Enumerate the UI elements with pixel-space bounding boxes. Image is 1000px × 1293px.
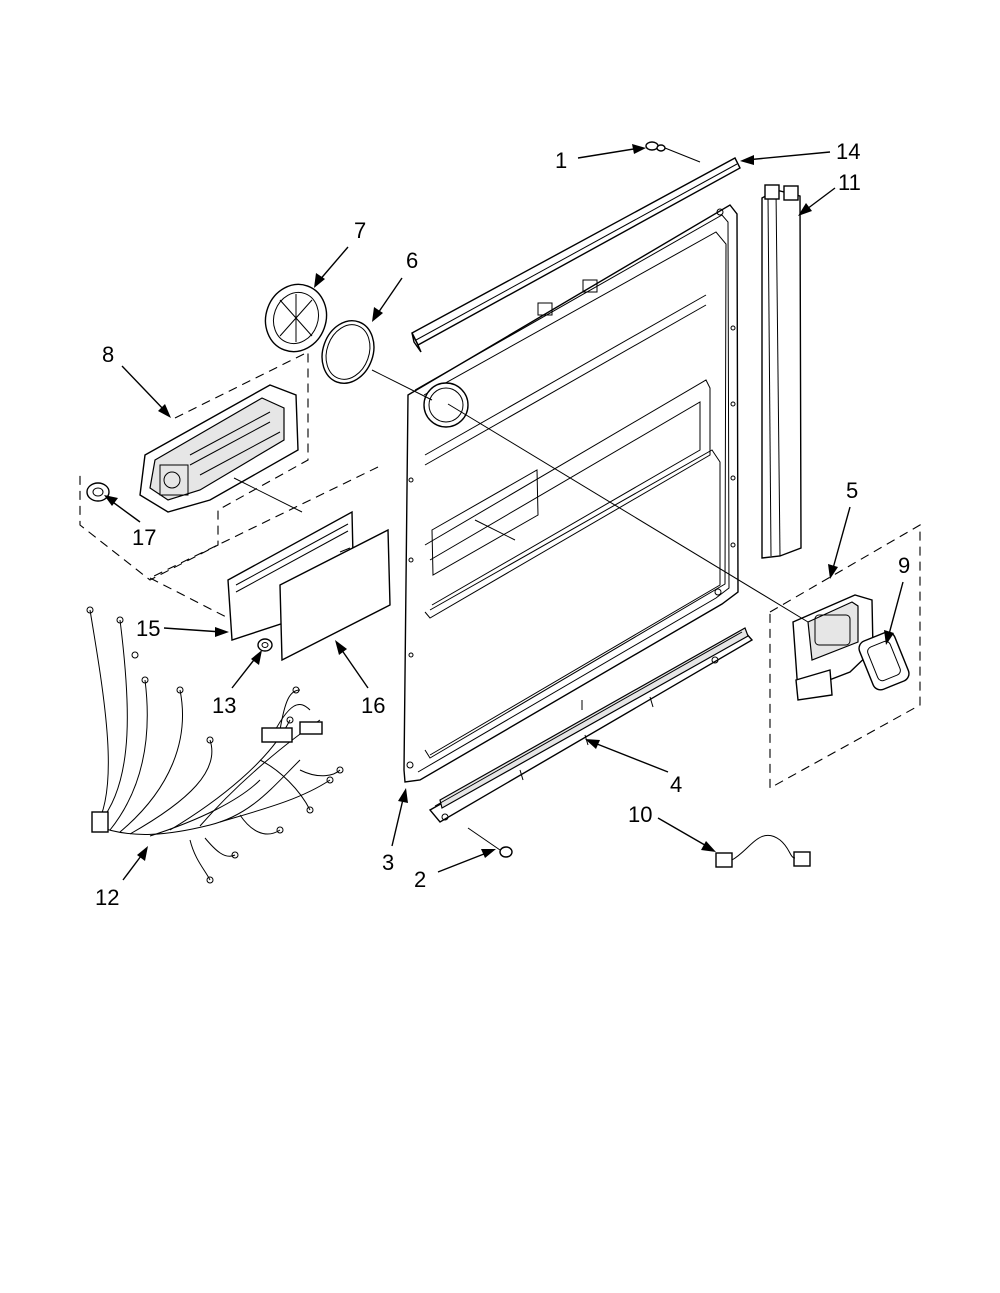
callout-13: 13: [212, 693, 236, 718]
leader-lines: [104, 144, 904, 881]
callout-1: 1: [555, 148, 567, 173]
part-8-vent-assembly: [79, 351, 309, 581]
part-12-wire-harness: [86, 606, 344, 884]
callout-6: 6: [406, 248, 418, 273]
part-3-inner-door-panel: [403, 204, 739, 783]
part-11-side-trim: [761, 184, 802, 559]
callout-14: 14: [836, 139, 860, 164]
callout-labels: 1 14 11 7 6 8 17 5 9 15 13 16 4 10 3 2 1…: [95, 139, 910, 910]
part-17-knob: [86, 482, 110, 502]
callout-3: 3: [382, 850, 394, 875]
part-13-nut: [257, 638, 273, 652]
part-10-cable: [715, 834, 811, 868]
part-9-gasket: [858, 631, 910, 691]
part-4-bottom-trim: [428, 627, 754, 823]
callout-5: 5: [846, 478, 858, 503]
control-board-group-outline: [149, 466, 379, 621]
callout-7: 7: [354, 218, 366, 243]
callout-17: 17: [132, 525, 156, 550]
callout-15: 15: [136, 616, 160, 641]
part-6-gasket: [321, 320, 375, 384]
alignment-lines: [233, 369, 809, 623]
callout-9: 9: [898, 553, 910, 578]
part-2-screw: [467, 827, 513, 858]
part-5-dispenser-housing: [769, 524, 921, 789]
part-16-control-board: [279, 528, 391, 662]
callout-16: 16: [361, 693, 385, 718]
callout-8: 8: [102, 342, 114, 367]
callout-2: 2: [414, 867, 426, 892]
part-1-screw: [645, 141, 701, 163]
callout-10: 10: [628, 802, 652, 827]
part-7-vent-cover: [264, 283, 328, 353]
callout-11: 11: [838, 170, 861, 195]
callout-4: 4: [670, 772, 682, 797]
part-14-top-trim: [411, 157, 741, 353]
callout-12: 12: [95, 885, 119, 910]
